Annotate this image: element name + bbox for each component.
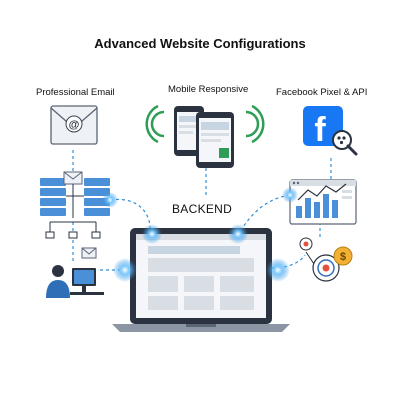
diagram-title: Advanced Website Configurations [94,36,306,51]
svg-text:$: $ [340,251,346,263]
svg-text:@: @ [69,119,80,131]
envelope-at-icon: @ [50,105,98,145]
server-network-icon [40,171,110,259]
phones-wifi-icon [145,104,265,168]
glow-nodes [102,187,298,282]
facebook-magnifier-icon: f [303,106,358,156]
browser-chart-icon [289,179,357,225]
target-dollar-icon: $ [299,237,353,282]
laptop-icon [112,228,290,332]
node-label-mobile: Mobile Responsive [168,84,249,95]
node-label-backend: BACKEND [172,202,233,216]
user-computer-icon [46,265,104,298]
node-label-facebook: Facebook Pixel & API [276,87,368,98]
svg-text:f: f [314,111,326,149]
node-label-email: Professional Email [36,87,115,98]
